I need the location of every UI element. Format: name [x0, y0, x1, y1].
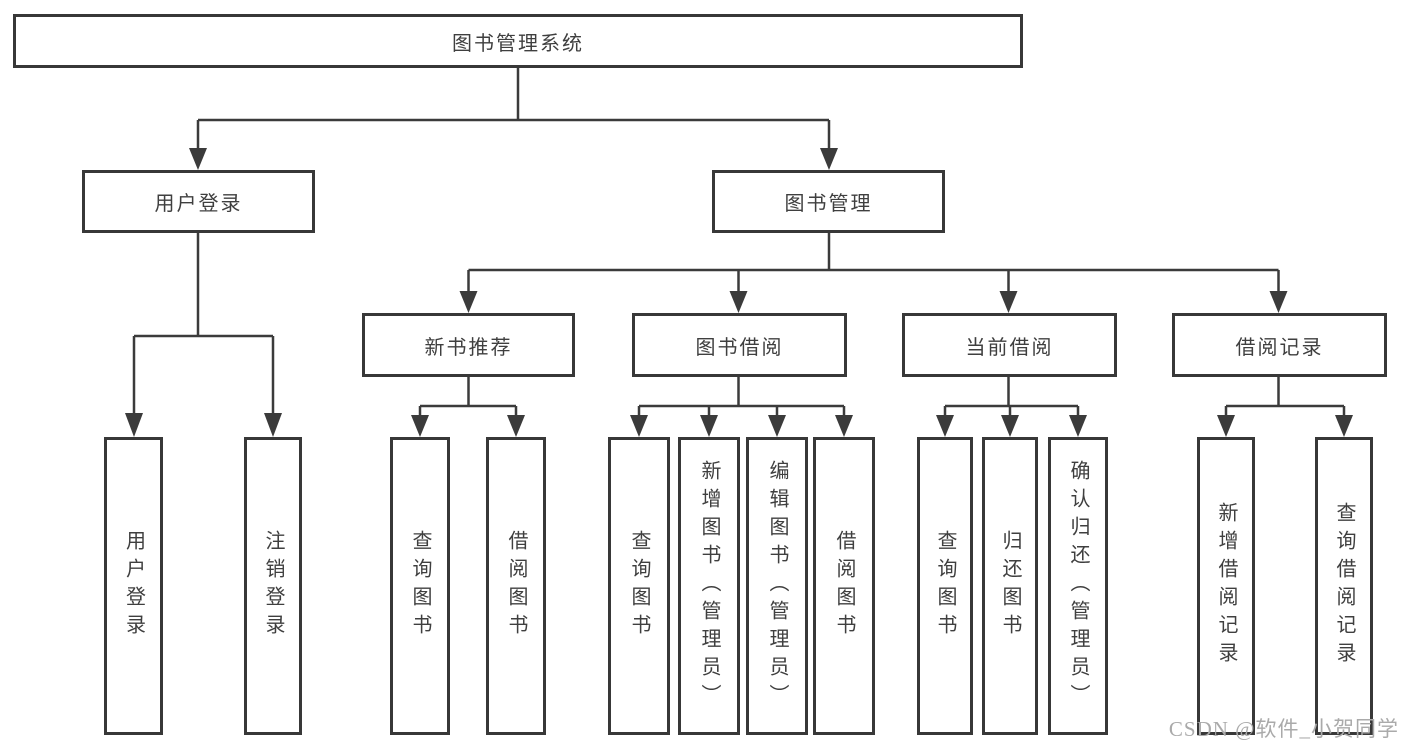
leaf-br-query-record-label: 查询借阅记录	[1333, 502, 1355, 670]
node-borrow-records: 借阅记录	[1172, 313, 1387, 377]
leaf-bb-edit-books-admin: 编辑图书（管理员）	[746, 437, 808, 735]
leaf-bb-borrow-books-label: 借阅图书	[833, 530, 855, 642]
node-current-borrow-label: 当前借阅	[965, 336, 1054, 359]
leaf-cb-query-books-label: 查询图书	[934, 530, 956, 642]
node-root-label: 图书管理系统	[452, 32, 584, 55]
leaf-bb-edit-books-admin-label: 编辑图书（管理员）	[766, 460, 788, 712]
node-user-login: 用户登录	[82, 170, 315, 233]
leaf-cb-query-books: 查询图书	[917, 437, 973, 735]
connector-current-borrow-branch	[936, 377, 1087, 437]
connector-root-to-level2	[189, 68, 838, 170]
connector-book-borrow-branch	[630, 377, 853, 437]
leaf-rec-query-books: 查询图书	[390, 437, 450, 735]
node-book-borrow-label: 图书借阅	[695, 336, 784, 359]
leaf-rec-borrow-books-label: 借阅图书	[505, 530, 527, 642]
leaf-bb-borrow-books: 借阅图书	[813, 437, 875, 735]
connector-new-book-rec-branch	[411, 377, 525, 437]
leaf-bb-add-books-admin-label: 新增图书（管理员）	[698, 460, 720, 712]
node-book-borrow: 图书借阅	[632, 313, 847, 377]
node-new-book-rec: 新书推荐	[362, 313, 575, 377]
leaf-user-login-label: 用户登录	[122, 530, 145, 642]
node-borrow-records-label: 借阅记录	[1235, 336, 1324, 359]
leaf-rec-query-books-label: 查询图书	[409, 530, 431, 642]
leaf-bb-add-books-admin: 新增图书（管理员）	[678, 437, 740, 735]
leaf-cb-return-books-label: 归还图书	[999, 530, 1021, 642]
leaf-cb-return-books: 归还图书	[982, 437, 1038, 735]
connector-borrow-records-branch	[1217, 377, 1353, 437]
connector-book-mgmt-branch	[459, 233, 1288, 313]
leaf-rec-borrow-books: 借阅图书	[486, 437, 546, 735]
node-root: 图书管理系统	[13, 14, 1023, 68]
leaf-br-add-record: 新增借阅记录	[1197, 437, 1255, 735]
leaf-cb-confirm-return-admin-label: 确认归还（管理员）	[1067, 460, 1089, 712]
csdn-watermark: CSDN @软件_小贺同学	[1168, 717, 1399, 741]
leaf-user-login: 用户登录	[104, 437, 163, 735]
leaf-cb-confirm-return-admin: 确认归还（管理员）	[1048, 437, 1108, 735]
leaf-logout: 注销登录	[244, 437, 302, 735]
leaf-bb-query-books: 查询图书	[608, 437, 670, 735]
leaf-bb-query-books-label: 查询图书	[628, 530, 650, 642]
leaf-br-query-record: 查询借阅记录	[1315, 437, 1373, 735]
connector-user-login-branch	[125, 233, 282, 437]
node-new-book-rec-label: 新书推荐	[424, 336, 513, 359]
leaf-br-add-record-label: 新增借阅记录	[1215, 502, 1237, 670]
node-book-mgmt: 图书管理	[712, 170, 945, 233]
node-book-mgmt-label: 图书管理	[784, 193, 873, 215]
node-current-borrow: 当前借阅	[902, 313, 1117, 377]
leaf-logout-label: 注销登录	[262, 530, 284, 642]
node-user-login-label: 用户登录	[154, 193, 243, 215]
